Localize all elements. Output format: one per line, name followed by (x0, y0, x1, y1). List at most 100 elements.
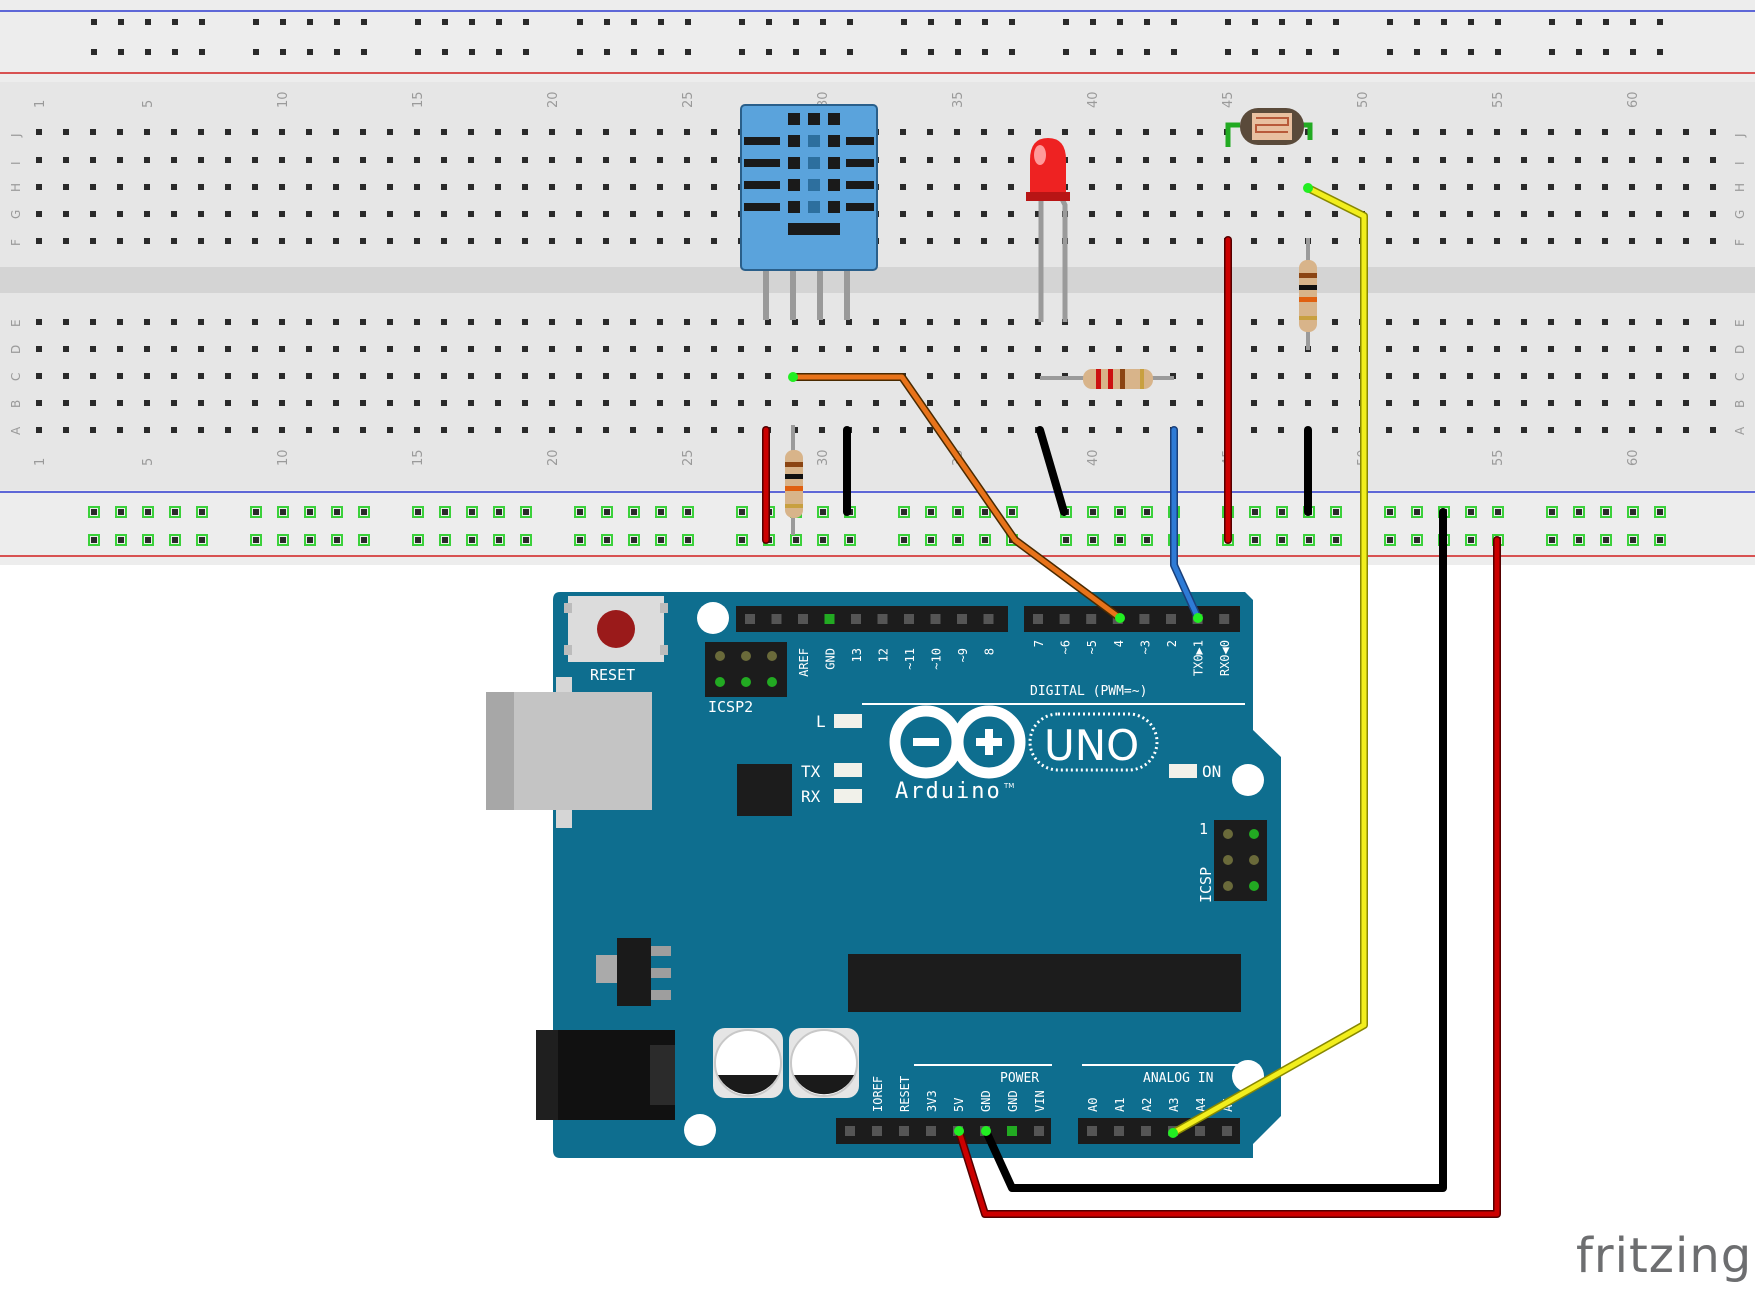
rail-hole (442, 537, 448, 543)
header-pin[interactable] (798, 614, 808, 624)
breadboard-hole (819, 346, 825, 352)
header-pin[interactable] (1087, 1126, 1097, 1136)
header-pin[interactable] (957, 614, 967, 624)
header-pin[interactable] (824, 614, 835, 624)
wire-black-led-gnd[interactable] (1036, 426, 1068, 516)
rail-hole (1279, 49, 1285, 55)
breadboard-hole (522, 129, 528, 135)
breadboard-hole (225, 427, 231, 433)
breadboard-hole (171, 319, 177, 325)
rail-hole (1333, 49, 1339, 55)
rail-hole (1468, 537, 1474, 543)
header-pin[interactable] (1166, 614, 1176, 624)
wire-orange-data-core[interactable] (790, 374, 1123, 621)
breadboard-hole (171, 346, 177, 352)
breadboard-hole (1656, 373, 1662, 379)
breadboard-hole (441, 157, 447, 163)
header-pin[interactable] (904, 614, 914, 624)
power-rail-top (0, 0, 1755, 82)
header-pin[interactable] (1033, 614, 1043, 624)
breadboard-hole (1386, 238, 1392, 244)
header-pin[interactable] (745, 614, 755, 624)
breadboard-hole (171, 400, 177, 406)
breadboard-hole (927, 319, 933, 325)
breadboard-hole (333, 157, 339, 163)
header-pin[interactable] (926, 1126, 936, 1136)
wire-yellow-analog-core[interactable] (1170, 185, 1367, 1136)
header-pin[interactable] (1007, 1126, 1017, 1136)
breadboard-hole (1035, 238, 1041, 244)
breadboard-hole (1116, 427, 1122, 433)
row-letter: A (1733, 426, 1747, 435)
row-letter: D (9, 345, 23, 354)
rail-hole (1144, 19, 1150, 25)
reset-button[interactable] (564, 596, 668, 662)
row-letter: A (9, 426, 23, 435)
rail-hole-connected (1087, 534, 1099, 546)
header-pin[interactable] (877, 614, 888, 624)
rail-hole-connected (196, 534, 208, 546)
model-label: UNO (1044, 721, 1139, 770)
breadboard-hole (1170, 184, 1176, 190)
dht-vent (846, 203, 874, 211)
breadboard-hole (1629, 427, 1635, 433)
breadboard-hole (576, 211, 582, 217)
breadboard-hole (495, 129, 501, 135)
header-pin[interactable] (1195, 1126, 1205, 1136)
breadboard-hole (36, 400, 42, 406)
breadboard-hole (1575, 184, 1581, 190)
column-number: 10 (276, 449, 291, 466)
breadboard-hole (1575, 129, 1581, 135)
header-pin[interactable] (845, 1126, 855, 1136)
breadboard-hole (738, 346, 744, 352)
row-letter: G (1733, 210, 1747, 219)
rail-hole (955, 19, 961, 25)
rail-hole (1468, 49, 1474, 55)
breadboard-hole (846, 346, 852, 352)
rail-hole-connected (925, 534, 937, 546)
wire-black-gnd-rail[interactable] (982, 508, 1447, 1192)
breadboard-hole (1656, 211, 1662, 217)
reset-button-cap[interactable] (597, 610, 635, 648)
rail-hole (1144, 537, 1150, 543)
header-pin[interactable] (1086, 614, 1097, 624)
breadboard-hole (1251, 400, 1257, 406)
column-number: 20 (546, 449, 561, 466)
icsp2-label: ICSP2 (708, 698, 753, 716)
header-pin[interactable] (1059, 614, 1070, 624)
breadboard-hole (1332, 157, 1338, 163)
breadboard-hole (549, 129, 555, 135)
header-pin[interactable] (1141, 1126, 1151, 1136)
digital-label: DIGITAL (PWM=~) (1030, 684, 1147, 699)
header-pin[interactable] (872, 1126, 882, 1136)
header-pin[interactable] (1139, 614, 1150, 624)
wire-red-5v-rail-core[interactable] (956, 537, 1500, 1217)
header-pin[interactable] (983, 614, 994, 624)
breadboard-hole (1494, 184, 1500, 190)
wire-blue-led-core[interactable] (1171, 427, 1201, 621)
breadboard-hole (117, 129, 123, 135)
header-pin[interactable] (1114, 1126, 1124, 1136)
rail-hole (1495, 19, 1501, 25)
header-pin[interactable] (771, 614, 782, 624)
resistor-dht-pullup (785, 425, 803, 535)
header-pin[interactable] (1219, 614, 1230, 624)
header-pin[interactable] (1034, 1126, 1044, 1136)
header-pin[interactable] (1222, 1126, 1232, 1136)
breadboard-hole (981, 319, 987, 325)
breadboard-hole (1035, 211, 1041, 217)
breadboard-hole (63, 238, 69, 244)
breadboard-hole (387, 400, 393, 406)
dht-vent (788, 201, 800, 213)
breadboard-hole (90, 427, 96, 433)
header-pin[interactable] (899, 1126, 909, 1136)
header-pin[interactable] (851, 614, 861, 624)
breadboard-hole (1413, 373, 1419, 379)
header-pin[interactable] (930, 614, 941, 624)
breadboard-hole (414, 211, 420, 217)
breadboard-hole (603, 157, 609, 163)
breadboard-hole (198, 211, 204, 217)
breadboard-hole (711, 400, 717, 406)
breadboard-hole (279, 346, 285, 352)
breadboard-hole (1062, 400, 1068, 406)
